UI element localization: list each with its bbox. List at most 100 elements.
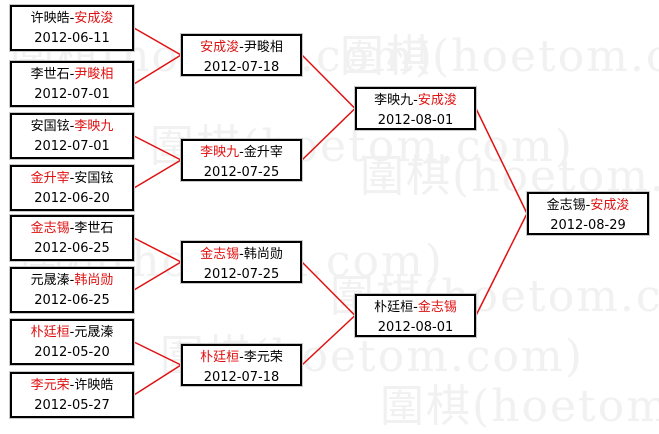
- bracket-connector: [133, 341, 182, 366]
- match-date: 2012-05-20: [34, 345, 110, 360]
- bracket-connector: [301, 261, 356, 317]
- bracket-connector: [475, 108, 528, 214]
- player-one-name: 金志锡: [200, 247, 240, 262]
- match-players: 朴廷桓-李元荣: [183, 348, 300, 368]
- match-players: 金志锡-李世石: [12, 219, 132, 239]
- bracket-connector: [133, 27, 182, 56]
- name-separator: -: [69, 325, 75, 340]
- match-date: 2012-07-01: [34, 139, 110, 154]
- match-date: 2012-06-25: [34, 241, 110, 256]
- player-two-name: 元晟溱: [74, 325, 114, 340]
- player-one-name: 朴廷桓: [30, 325, 70, 340]
- player-two-name: 李映九: [74, 119, 114, 134]
- name-separator: -: [69, 378, 75, 393]
- name-separator: -: [239, 247, 244, 262]
- match-date: 2012-07-18: [203, 370, 280, 385]
- player-one-name: 安国铉: [30, 119, 70, 134]
- player-two-name: 韩尚勋: [74, 273, 114, 288]
- round1-match-box: 许映皓-安成浚 2012-06-11: [9, 4, 135, 52]
- match-date: 2012-06-20: [34, 191, 110, 206]
- player-two-name: 安国铉: [74, 171, 114, 186]
- bracket-connector: [301, 54, 356, 110]
- round1-match-box: 金志锡-李世石 2012-06-25: [9, 214, 135, 262]
- bracket-connector: [475, 213, 528, 316]
- bracket-connector: [133, 364, 182, 396]
- player-two-name: 尹畯相: [74, 67, 114, 82]
- match-date: 2012-05-27: [34, 398, 110, 413]
- match-date: 2012-07-25: [203, 165, 280, 180]
- bracket-connector: [133, 237, 182, 263]
- match-players: 朴廷桓-元晟溱: [12, 323, 132, 343]
- round1-match-box: 李元荣-许映皓 2012-05-27: [9, 371, 135, 419]
- name-separator: -: [69, 11, 75, 26]
- bracket-connector: [301, 107, 356, 161]
- match-players: 元晟溱-韩尚勋: [12, 271, 132, 291]
- name-separator: -: [413, 93, 418, 108]
- player-two-name: 尹畯相: [243, 40, 283, 55]
- match-players: 安成浚-尹畯相: [183, 38, 300, 58]
- match-players: 金志锡-安成浚: [529, 196, 647, 216]
- match-players: 金志锡-韩尚勋: [183, 245, 300, 265]
- player-one-name: 许映皓: [30, 11, 70, 26]
- player-one-name: 李元荣: [30, 378, 70, 393]
- match-date: 2012-08-29: [550, 218, 626, 233]
- player-two-name: 许映皓: [74, 378, 114, 393]
- final-match-box: 金志锡-安成浚 2012-08-29: [526, 191, 650, 236]
- round1-match-box: 安国铉-李映九 2012-07-01: [9, 112, 135, 160]
- round1-match-box: 元晟溱-韩尚勋 2012-06-25: [9, 266, 135, 314]
- player-two-name: 李元荣: [243, 350, 283, 365]
- name-separator: -: [413, 300, 418, 315]
- player-one-name: 金志锡: [546, 198, 586, 213]
- name-separator: -: [69, 119, 75, 134]
- player-one-name: 元晟溱: [30, 273, 70, 288]
- name-separator: -: [239, 40, 244, 55]
- player-one-name: 金志锡: [30, 221, 70, 236]
- player-one-name: 李世石: [30, 67, 70, 82]
- round1-match-box: 李世石-尹畯相 2012-07-01: [9, 60, 135, 108]
- bracket-connector: [133, 135, 182, 161]
- match-date: 2012-06-11: [34, 31, 110, 46]
- player-two-name: 金升宰: [243, 145, 283, 160]
- match-players: 安国铉-李映九: [12, 117, 132, 137]
- match-date: 2012-08-01: [377, 113, 454, 128]
- match-players: 李元荣-许映皓: [12, 376, 132, 396]
- round3-match-box: 朴廷桓-金志锡 2012-08-01: [354, 293, 477, 338]
- player-two-name: 安成浚: [590, 198, 630, 213]
- match-date: 2012-07-18: [203, 60, 280, 75]
- name-separator: -: [239, 145, 244, 160]
- bracket-connector: [301, 314, 356, 366]
- match-date: 2012-07-25: [203, 267, 280, 282]
- match-players: 李映九-金升宰: [183, 143, 300, 163]
- match-date: 2012-06-25: [34, 293, 110, 308]
- player-two-name: 安成浚: [417, 93, 457, 108]
- bracket-connector: [133, 261, 182, 291]
- round1-match-box: 金升宰-安国铉 2012-06-20: [9, 164, 135, 212]
- player-one-name: 李映九: [374, 93, 414, 108]
- match-players: 金升宰-安国铉: [12, 169, 132, 189]
- round3-match-box: 李映九-安成浚 2012-08-01: [354, 86, 477, 131]
- round2-match-box: 朴廷桓-李元荣 2012-07-18: [180, 343, 303, 387]
- player-one-name: 李映九: [200, 145, 240, 160]
- player-one-name: 朴廷桓: [374, 300, 414, 315]
- round2-match-box: 李映九-金升宰 2012-07-25: [180, 138, 303, 182]
- player-two-name: 韩尚勋: [243, 247, 283, 262]
- name-separator: -: [69, 221, 75, 236]
- player-one-name: 金升宰: [30, 171, 70, 186]
- name-separator: -: [69, 171, 75, 186]
- round1-match-box: 朴廷桓-元晟溱 2012-05-20: [9, 318, 135, 366]
- match-date: 2012-08-01: [377, 320, 454, 335]
- name-separator: -: [239, 350, 244, 365]
- round2-match-box: 金志锡-韩尚勋 2012-07-25: [180, 240, 303, 284]
- bracket-connector: [133, 159, 182, 189]
- name-separator: -: [69, 273, 75, 288]
- match-players: 朴廷桓-金志锡: [357, 298, 474, 318]
- bracket-connector: [133, 54, 182, 85]
- player-two-name: 金志锡: [417, 300, 457, 315]
- match-players: 许映皓-安成浚: [12, 9, 132, 29]
- player-two-name: 李世石: [74, 221, 114, 236]
- name-separator: -: [69, 67, 75, 82]
- player-one-name: 朴廷桓: [200, 350, 240, 365]
- name-separator: -: [585, 198, 591, 213]
- match-date: 2012-07-01: [34, 87, 110, 102]
- match-players: 李世石-尹畯相: [12, 65, 132, 85]
